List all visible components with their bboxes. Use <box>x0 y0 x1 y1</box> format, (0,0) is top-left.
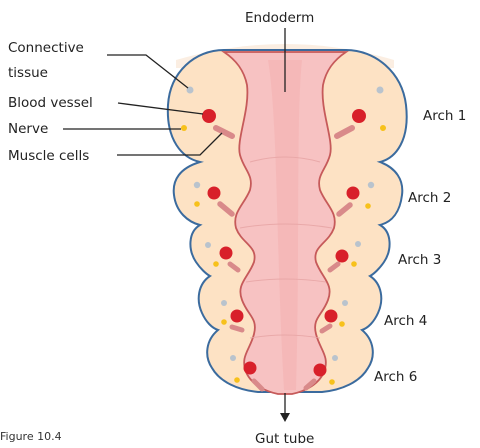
label-arch-1: Arch 1 <box>423 108 466 124</box>
label-blood-vessel: Blood vessel <box>8 95 93 111</box>
blood-vessel-dot <box>202 109 216 123</box>
label-nerve: Nerve <box>8 121 48 137</box>
nerve-dot <box>181 125 187 131</box>
label-gut-tube: Gut tube <box>255 431 314 447</box>
label-muscle-cells: Muscle cells <box>8 148 89 164</box>
label-connective-1: Connective <box>8 40 84 56</box>
label-arch-2: Arch 2 <box>408 190 451 206</box>
label-connective-2: tissue <box>8 65 48 81</box>
figure-caption: Figure 10.4 <box>0 430 62 443</box>
label-arch-4: Arch 4 <box>384 313 427 329</box>
label-endoderm: Endoderm <box>245 10 314 26</box>
label-arch-6: Arch 6 <box>374 369 417 385</box>
label-arch-3: Arch 3 <box>398 252 441 268</box>
down-arrow-icon <box>280 413 290 422</box>
